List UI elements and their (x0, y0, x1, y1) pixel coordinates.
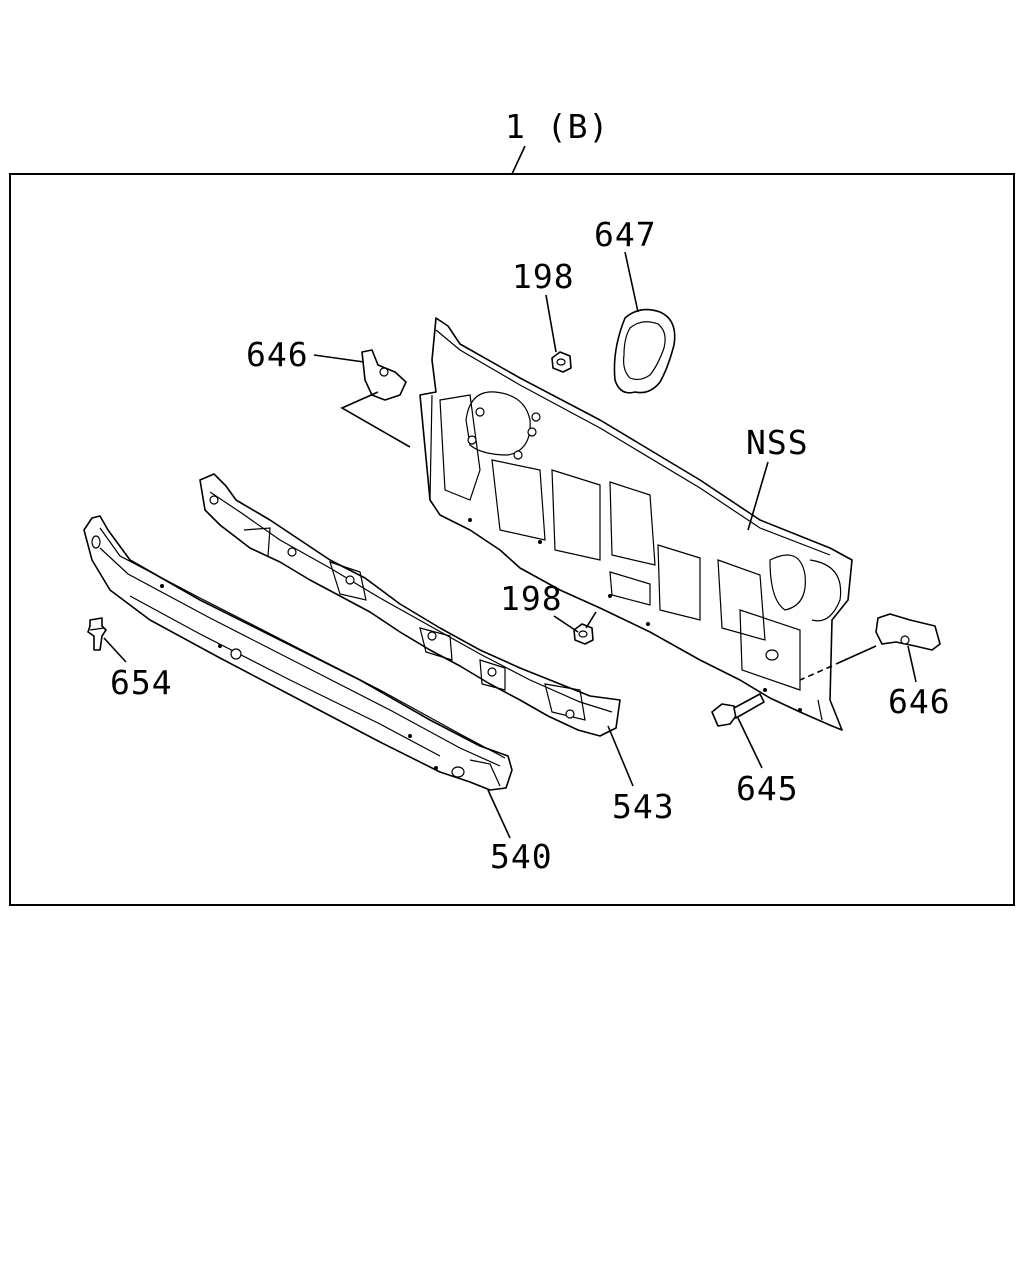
leader-198-mid-2 (585, 611, 597, 629)
part-654-clip (87, 617, 107, 651)
callout-654: 654 (110, 663, 173, 702)
part-646-bracket-right (875, 613, 941, 651)
callout-646-right: 646 (888, 682, 951, 721)
mount-line-646-left (340, 391, 411, 448)
part-646-bracket-left (361, 349, 407, 401)
callout-647: 647 (594, 215, 657, 254)
mount-line-646-right-dash (799, 665, 833, 681)
callout-645: 645 (736, 769, 799, 808)
part-645-bolt (711, 693, 765, 727)
leader-540 (487, 789, 511, 839)
leader-646-right (907, 645, 917, 683)
callout-198-mid: 198 (500, 579, 563, 618)
callout-646-left: 646 (246, 335, 309, 374)
leader-645 (737, 717, 763, 769)
mount-line-646-right (835, 645, 877, 665)
dash-panel (419, 317, 853, 731)
callout-543: 543 (612, 787, 675, 826)
assembly-label: 1 (B) (505, 107, 609, 146)
leader-198-top (545, 294, 557, 353)
leader-647 (624, 251, 639, 313)
part-647-gasket (613, 308, 676, 394)
callout-540: 540 (490, 837, 553, 876)
leader-646-left (313, 354, 365, 363)
leader-654 (103, 637, 127, 663)
part-198-nut-top (551, 351, 572, 373)
part-543-crossmember (199, 473, 621, 737)
leader-543 (607, 725, 634, 787)
leader-nss (747, 461, 769, 531)
part-540-crossmember (83, 515, 513, 791)
assembly-leader (511, 145, 526, 175)
callout-nss: NSS (746, 423, 809, 462)
callout-198-top: 198 (512, 257, 575, 296)
leader-198-mid (553, 615, 579, 633)
part-198-nut-mid (573, 623, 594, 645)
